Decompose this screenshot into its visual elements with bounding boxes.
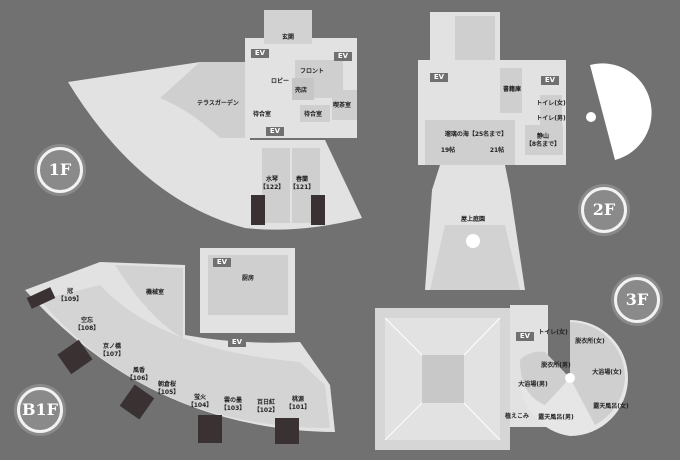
f3-planting: 植えこみ: [504, 413, 530, 420]
room-102[interactable]: 百日紅【102】: [253, 399, 279, 414]
f2-toilet-f: トイレ(女): [536, 100, 566, 107]
b1-kitchen: 厨房: [241, 275, 255, 282]
room-122[interactable]: 水琴【122】: [259, 176, 285, 191]
room-121[interactable]: 春蘭【121】: [289, 176, 315, 191]
room-109[interactable]: 冠【109】: [57, 288, 83, 303]
f1-shop-label: 売店: [294, 87, 308, 94]
b1-machine-room: 機械室: [145, 289, 165, 296]
f1-lobby-label: ロビー: [270, 78, 290, 85]
f2-toilet-m: トイレ(男): [536, 115, 566, 122]
f2-tatami19: 19帖: [440, 147, 456, 154]
floor-badge-3f[interactable]: 3F: [614, 277, 660, 323]
f3-rotenburo-m: 露天風呂(男): [538, 414, 574, 421]
room-101[interactable]: 桃源【101】: [285, 396, 311, 411]
b1-ev-1: EV: [213, 258, 231, 267]
f2-rooftop-label: 屋上庭園: [460, 216, 486, 223]
f2-ev-2: EV: [541, 76, 559, 85]
room-106[interactable]: 風香【106】: [126, 367, 152, 382]
f2-ev-1: EV: [430, 73, 448, 82]
f1-terrace-label: テラスガーデン: [197, 100, 239, 107]
floor-3f-plan: [375, 305, 628, 450]
f3-dress-m: 脱衣所(男): [541, 362, 571, 369]
f2-tatami21: 21帖: [489, 147, 505, 154]
b1f-doors: [26, 287, 299, 444]
f1-cafe-label: 喫茶室: [332, 102, 352, 109]
room-108[interactable]: 空忘【108】: [74, 317, 100, 332]
f1-entrance-label: 玄関: [281, 34, 295, 41]
floor-badge-2f[interactable]: 2F: [581, 187, 627, 233]
f1-ev-2: EV: [334, 52, 352, 61]
floor-1f-plan: [68, 10, 362, 230]
f1-ev-1: EV: [251, 49, 269, 58]
b1-ev-2: EV: [228, 338, 246, 347]
room-107[interactable]: 京ノ橋【107】: [99, 343, 125, 358]
f2-hall-label[interactable]: 瑠璃の海【25名まで】: [444, 131, 508, 138]
floor-b1f-plan: [25, 248, 335, 444]
f2-seizan[interactable]: 静山【8名まで】: [525, 133, 561, 148]
f1-ev-3: EV: [266, 127, 284, 136]
f1-waiting-right: 待合室: [303, 111, 323, 118]
f1-waiting-left: 待合室: [252, 111, 272, 118]
f3-rotenburo-f: 露天風呂(女): [593, 403, 629, 410]
room-104[interactable]: 蛍火【104】: [187, 394, 213, 409]
f1-front-label: フロント: [299, 68, 325, 75]
f3-ev: EV: [516, 332, 534, 341]
f3-bath-f: 大浴場(女): [592, 369, 622, 376]
protractor-terrace: [590, 63, 652, 160]
f2-library-label: 書籍庫: [502, 86, 522, 93]
floor-badge-b1f[interactable]: B1F: [17, 387, 63, 433]
room-105[interactable]: 朝倉桜【105】: [154, 381, 180, 396]
room-103[interactable]: 雲の墨【103】: [220, 397, 246, 412]
floor-badge-1f[interactable]: 1F: [37, 147, 83, 193]
door-122: [251, 195, 265, 225]
f3-bath-m: 大浴場(男): [518, 381, 548, 388]
f3-toilet-f: トイレ(女): [538, 329, 568, 336]
f3-dress-f: 脱衣所(女): [575, 338, 605, 345]
door-121: [311, 195, 325, 225]
